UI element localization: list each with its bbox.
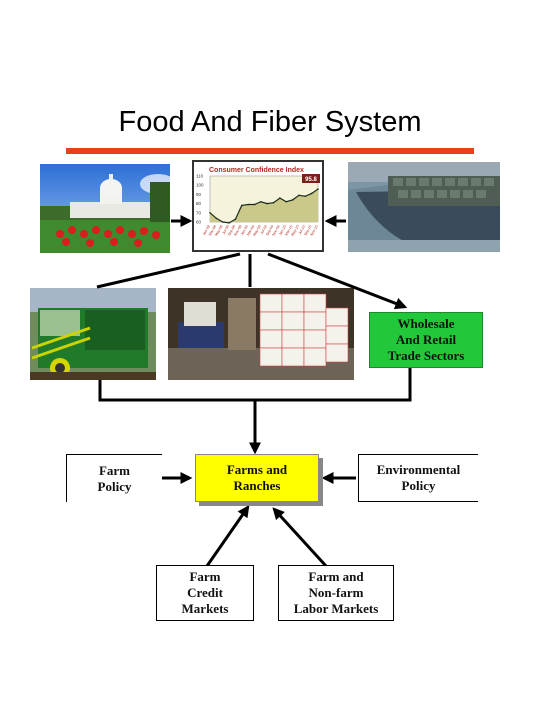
- chart-point: [221, 221, 224, 223]
- chart-point: [279, 197, 281, 199]
- chart-point: [234, 218, 237, 221]
- farm-credit-box: Farm Credit Markets: [156, 565, 254, 621]
- cargo-ship-photo: [348, 162, 500, 252]
- chart-x-tick: May-08: [214, 224, 223, 236]
- page-title: Food And Fiber System: [118, 106, 422, 138]
- wholesale-retail-box: Wholesale And Retail Trade Sectors: [369, 312, 483, 368]
- chart-x-tick: Nov-09: [271, 225, 280, 237]
- chart-x-tick: Nov-10: [310, 225, 319, 237]
- chart-y-tick: 70: [196, 210, 202, 215]
- chart-point: [228, 222, 230, 224]
- chart-area-fill: [210, 189, 318, 223]
- chart-to-combine-line: [96, 252, 241, 289]
- chart-callout: 95.8: [305, 177, 317, 183]
- chart-y-tick: 60: [196, 220, 202, 225]
- chart-title: Consumer Confidence Index: [209, 167, 304, 174]
- chart-x-tick: May-09: [252, 224, 261, 236]
- chart-x-tick: Jul-08: [222, 225, 230, 235]
- chart-point: [317, 188, 319, 190]
- chart-x-tick: Jul-09: [260, 225, 268, 235]
- chart-point: [209, 212, 211, 214]
- chart-point: [291, 199, 294, 201]
- combine-harvester-photo: [30, 288, 156, 380]
- farms-ranches-box: Farms and Ranches: [195, 454, 319, 502]
- chart-x-tick: Mar-08: [208, 225, 217, 237]
- chart-x-tick: Nov-08: [233, 225, 242, 237]
- capitol-photo: [40, 164, 170, 253]
- bottom-bracket-line: [98, 367, 412, 402]
- chart-x-tick: Mar-10: [284, 225, 293, 237]
- chart-x-tick: Sep-10: [303, 225, 312, 237]
- chart-x-tick: Jul-10: [298, 225, 306, 235]
- chart-x-tick: Jan-09: [240, 225, 249, 237]
- labor-markets-box: Farm and Non-farm Labor Markets: [278, 565, 394, 621]
- chart-point: [310, 192, 313, 195]
- chart-point: [260, 200, 262, 203]
- chart-point: [266, 202, 268, 205]
- chart-x-tick: Jan-08: [202, 225, 211, 237]
- chart-series-line: [209, 188, 319, 224]
- labor-arrow: [272, 507, 328, 568]
- chart-point: [247, 203, 249, 206]
- chart-x-tick: Mar-09: [246, 225, 255, 237]
- chart-point: [272, 201, 275, 204]
- chart-y-tick: 80: [196, 201, 202, 206]
- chart-point: [215, 217, 218, 220]
- farm-policy-box: Farm Policy: [66, 454, 162, 502]
- environmental-policy-box: Environmental Policy: [358, 454, 478, 502]
- chart-point: [298, 194, 300, 197]
- chart-point: [253, 203, 256, 206]
- chart-y-tick: 110: [196, 174, 204, 179]
- chart-x-tick: Sep-09: [265, 225, 274, 237]
- boxes-photo: [168, 288, 354, 380]
- credit-arrow: [205, 505, 250, 567]
- chart-x-tick: May-10: [290, 224, 299, 236]
- chart-y-tick: 90: [196, 192, 202, 197]
- consumer-confidence-chart: Consumer Confidence Index 110 100 90 80 70 60…: [192, 160, 324, 252]
- chart-point: [304, 195, 307, 198]
- chart-x-tick: Sep-08: [227, 225, 236, 237]
- chart-point: [240, 204, 243, 207]
- chart-x-tick: Jan-10: [278, 225, 287, 237]
- title-underline: [66, 148, 474, 154]
- chart-to-wholesale-arrow: [267, 252, 408, 310]
- chart-y-tick: 100: [196, 183, 204, 188]
- chart-point: [285, 200, 288, 203]
- chart-callout-bg: [302, 174, 320, 183]
